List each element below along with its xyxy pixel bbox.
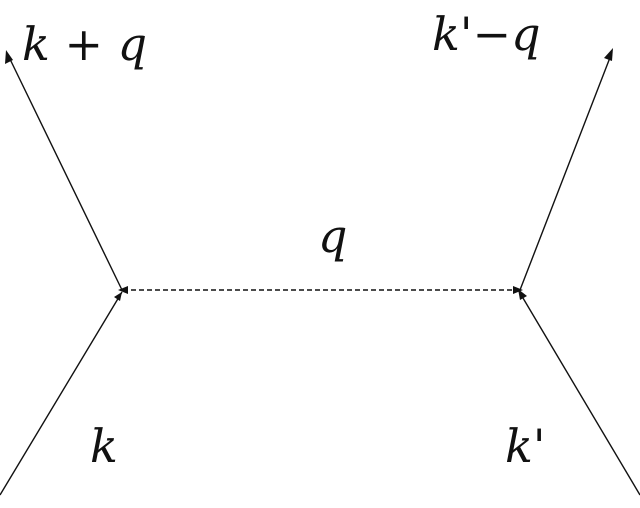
outgoing-k-plus-q-line: [7, 54, 123, 291]
label-k-prime: k': [505, 419, 546, 473]
incoming-k-arrowhead: [114, 292, 122, 301]
label-q: q: [318, 209, 347, 263]
incoming-k-prime-line: [519, 292, 640, 496]
label-k-plus-q: k + q: [22, 17, 147, 71]
label-k-prime-minus-q: k'−q: [432, 7, 541, 61]
outgoing-k-plus-q-arrowhead: [5, 50, 13, 64]
incoming-k-prime-arrowhead: [518, 289, 527, 300]
outgoing-k-prime-minus-q-line: [519, 54, 612, 291]
incoming-k-line: [0, 291, 123, 496]
exchange-q-arrowhead-left: [118, 286, 128, 294]
exchange-q-arrowhead-right: [513, 286, 523, 294]
outgoing-k-prime-minus-q-arrowhead: [604, 48, 613, 61]
label-k: k: [90, 419, 118, 473]
